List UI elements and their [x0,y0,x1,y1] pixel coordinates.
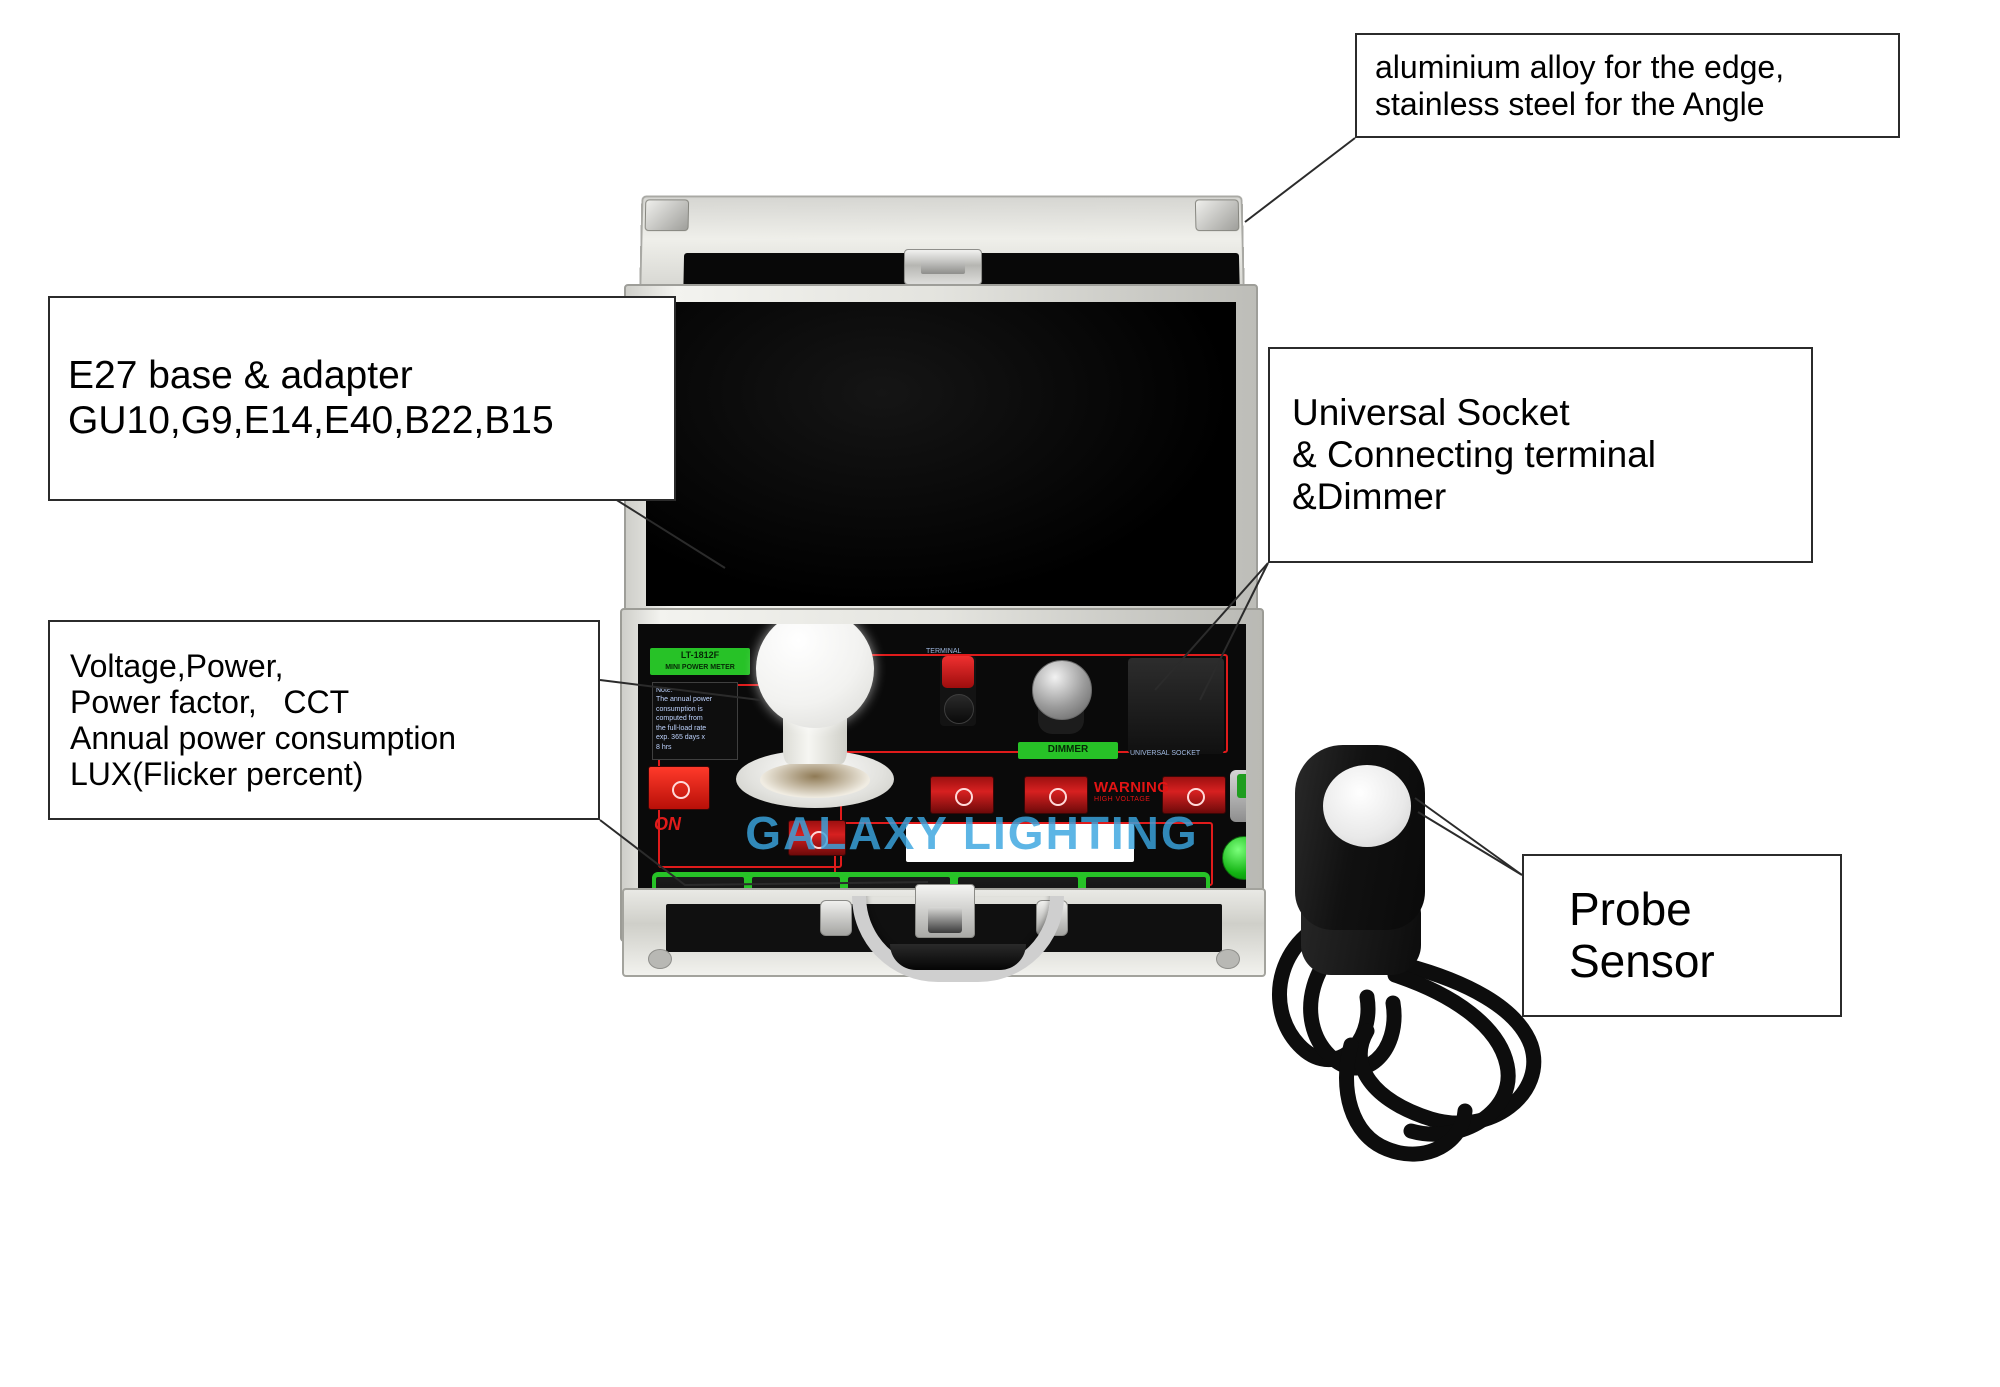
readout-segment: kW·h/aANNUAL POWER CONSUMPTION /LUX [954,872,1082,888]
callout-universal-socket-line-2: & Connecting terminal [1292,434,1657,476]
callout-e27-base-adapter-line-1: E27 base & adapter [68,354,413,398]
led-bulb [756,624,874,728]
switch-2[interactable] [1024,776,1088,814]
leader-measurements-a [599,679,761,701]
dimmer-label: DIMMER [1018,742,1118,759]
e27-socket-thread [760,762,870,798]
model-label-line2: MINI POWER METER [665,664,735,672]
terminal-socket-black [944,694,974,724]
dimmer-knob[interactable] [1032,660,1092,720]
warning-label: WARNING HIGH VOLTAGE [1094,779,1170,803]
connecting-terminal-a[interactable] [940,656,976,726]
lid-foam-lining [646,302,1236,606]
callout-measurements-line-3: Annual power consumption [70,720,457,756]
main-power-switch[interactable] [648,766,710,810]
callout-measurements-line-1: Voltage,Power, [70,647,284,684]
display-strip [906,824,1134,862]
foot-right [1216,949,1240,969]
case-lid-interior [624,284,1258,618]
callout-measurements-line-4: LUX(Flicker percent) [70,756,364,793]
model-label: LT-1812F MINI POWER METER [650,648,750,675]
lamp-assembly [736,624,916,820]
leader-measurements-b [599,819,929,887]
switch-1[interactable] [930,776,994,814]
readout-window [752,877,840,888]
callout-universal-socket: Universal Socket& Connecting terminal&Di… [1268,347,1813,563]
power-toggle[interactable] [1230,770,1246,822]
readout-segment: VVOLTAGE [652,872,748,888]
readout-window [1086,877,1206,888]
probe-sensor-device [1255,745,1605,1175]
callout-aluminium-alloy-line-1: aluminium alloy for the edge, [1375,49,1785,86]
callout-e27-base-adapter-line-2: GU10,G9,E14,E40,B22,B15 [68,398,554,442]
probe-sensor-dome [1323,765,1411,847]
leader-probe-a [1414,797,1523,876]
on-label: ON [654,814,681,834]
foot-left [648,949,672,969]
center-catch[interactable] [915,884,975,938]
model-label-line1: LT-1812F [680,650,720,660]
leader-socket-b [1199,562,1269,701]
handle-grip [890,944,1026,970]
universal-socket[interactable] [1128,658,1224,754]
leader-probe-b [1417,811,1523,876]
latch-left[interactable] [820,900,852,936]
readout-window [958,877,1078,888]
callout-probe-sensor-line-2: Sensor [1569,934,1715,987]
switch-3[interactable] [1162,776,1226,814]
universal-socket-label: UNIVERSAL SOCKET [1130,750,1201,757]
readout-window [656,877,744,888]
probe-head [1295,745,1425,930]
leader-socket-a [1154,562,1269,691]
callout-measurements-line-2: Power factor, CCT [70,683,350,720]
callout-universal-socket-line-1: Universal Socket [1292,392,1570,434]
readout-segment: WPOWER [748,872,844,888]
leader-aluminium [1244,137,1356,223]
terminal-label-a: TERMINAL [926,648,962,655]
callout-aluminium-alloy: aluminium alloy for the edge,stainless s… [1355,33,1900,138]
terminal-cap-red [942,656,974,688]
readout-segment: %PULSE/STROKE/FLICKER PERCENT [1082,872,1210,888]
lamp-switch[interactable] [788,820,846,856]
callout-aluminium-alloy-line-2: stainless steel for the Angle [1375,85,1765,122]
callout-probe-sensor-line-1: Probe [1569,882,1692,935]
callout-universal-socket-line-3: &Dimmer [1292,475,1447,517]
